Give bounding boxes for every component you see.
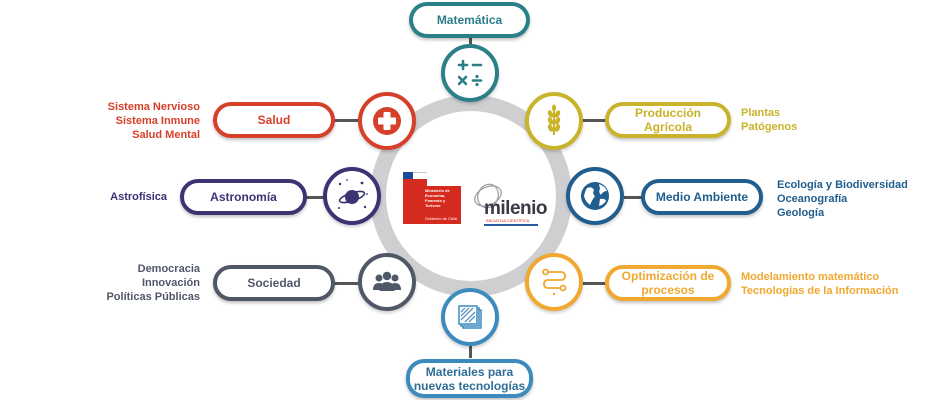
sociedad-label: Sociedad bbox=[247, 276, 301, 290]
medical-cross-icon bbox=[373, 107, 401, 135]
globe-icon bbox=[581, 182, 609, 210]
sociedad-connector bbox=[334, 282, 360, 285]
chile-flag-emblem bbox=[403, 172, 427, 186]
milenio-logo: milenio INICIATIVA CIENTÍFICA bbox=[470, 180, 548, 226]
matematica-label: Matemática bbox=[436, 13, 503, 27]
people-icon bbox=[373, 271, 401, 291]
produccion-topics: Plantas Patógenos bbox=[741, 107, 798, 133]
matematica-label-pill[interactable]: Matemática bbox=[409, 2, 530, 38]
planet-icon bbox=[338, 179, 368, 209]
optimizacion-icon-circle[interactable] bbox=[525, 253, 583, 311]
sociedad-label-pill[interactable]: Sociedad bbox=[213, 265, 335, 301]
astronomia-topics: Astrofísica bbox=[110, 191, 167, 203]
ministry-logo: Ministerio de Economía, Fomento y Turism… bbox=[403, 172, 461, 224]
salud-topics: Sistema Nervioso Sistema Inmune Salud Me… bbox=[107, 101, 200, 141]
sociedad-topics: Democracia Innovación Políticas Públicas bbox=[106, 263, 200, 303]
materiales-label-line2: nuevas tecnologías bbox=[413, 378, 526, 393]
optimizacion-topics: Modelamiento matemático Tecnologías de l… bbox=[741, 271, 899, 297]
process-path-icon bbox=[542, 268, 567, 296]
medio-ambiente-connector bbox=[624, 196, 642, 199]
math-operators-icon bbox=[457, 59, 483, 87]
optimizacion-label-line2: procesos bbox=[641, 283, 695, 297]
astronomia-connector bbox=[306, 196, 324, 199]
ministry-box: Ministerio de Economía, Fomento y Turism… bbox=[403, 186, 461, 224]
medio-ambiente-topics: Ecología y Biodiversidad Oceanografía Ge… bbox=[777, 179, 908, 219]
materiales-label-line1: Materiales para bbox=[425, 364, 514, 379]
produccion-connector bbox=[582, 119, 606, 122]
milenio-swirl-icon bbox=[474, 183, 502, 209]
sociedad-icon-circle[interactable] bbox=[358, 253, 416, 311]
milenio-tagline: INICIATIVA CIENTÍFICA bbox=[486, 218, 530, 223]
wheat-icon bbox=[547, 104, 561, 135]
gobierno-text: Gobierno de Chile bbox=[425, 216, 458, 221]
milenio-wordmark: milenio bbox=[484, 198, 548, 219]
ministry-text: Ministerio de Economía, Fomento y Turism… bbox=[425, 188, 450, 208]
optimizacion-connector bbox=[582, 282, 606, 285]
salud-label-pill[interactable]: Salud bbox=[213, 102, 335, 138]
materiales-icon-circle[interactable] bbox=[441, 288, 499, 346]
salud-label: Salud bbox=[257, 113, 291, 127]
medio-ambiente-icon-circle[interactable] bbox=[566, 167, 624, 225]
materiales-label-pill[interactable]: Materiales para nuevas tecnologías bbox=[406, 359, 533, 398]
produccion-icon-circle[interactable] bbox=[525, 92, 583, 150]
astronomia-label-pill[interactable]: Astronomía bbox=[180, 179, 307, 215]
material-layers-icon bbox=[458, 305, 482, 329]
produccion-label-line2: Agrícola bbox=[643, 120, 692, 134]
optimizacion-label-line1: Optimización de bbox=[621, 269, 715, 283]
medio-ambiente-label: Medio Ambiente bbox=[655, 190, 749, 204]
astronomia-icon-circle[interactable] bbox=[323, 167, 381, 225]
produccion-label-pill[interactable]: Producción Agrícola bbox=[605, 102, 731, 138]
materiales-connector bbox=[469, 342, 472, 358]
salud-icon-circle[interactable] bbox=[358, 92, 416, 150]
produccion-label-line1: Producción bbox=[634, 106, 701, 120]
salud-connector bbox=[334, 119, 360, 122]
astronomia-label: Astronomía bbox=[210, 190, 277, 204]
medio-ambiente-label-pill[interactable]: Medio Ambiente bbox=[641, 179, 763, 215]
optimizacion-label-pill[interactable]: Optimización de procesos bbox=[605, 265, 731, 301]
milenio-underline bbox=[484, 224, 538, 226]
matematica-icon-circle[interactable] bbox=[441, 44, 499, 102]
